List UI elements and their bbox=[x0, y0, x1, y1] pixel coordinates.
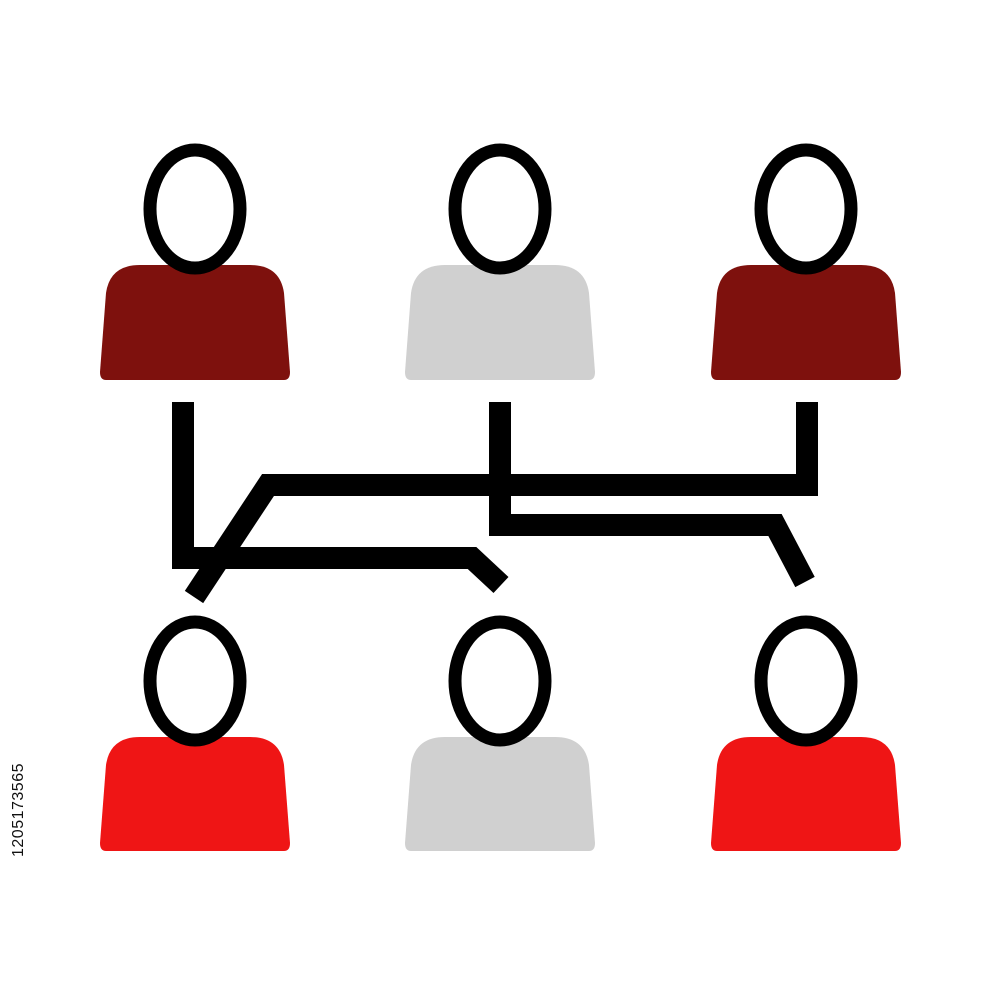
person-top-1 bbox=[100, 143, 290, 380]
person-head bbox=[448, 143, 552, 275]
person-body bbox=[405, 265, 595, 380]
person-body bbox=[711, 737, 901, 851]
stock-id-label: 1205173565 bbox=[10, 763, 27, 857]
person-body bbox=[100, 737, 290, 851]
person-head bbox=[143, 143, 247, 275]
connector-top3-to-bottom1 bbox=[184, 402, 818, 604]
person-body bbox=[405, 737, 595, 851]
person-bottom-3 bbox=[711, 615, 901, 851]
person-body bbox=[100, 265, 290, 380]
person-head bbox=[754, 615, 858, 747]
person-head bbox=[143, 615, 247, 747]
connector-top1-to-bottom2 bbox=[172, 402, 509, 594]
person-head bbox=[754, 143, 858, 275]
connector-lines bbox=[172, 402, 818, 604]
person-head bbox=[448, 615, 552, 747]
people-group bbox=[100, 143, 901, 851]
person-bottom-1 bbox=[100, 615, 290, 851]
person-body bbox=[711, 265, 901, 380]
person-top-3 bbox=[711, 143, 901, 380]
person-bottom-2 bbox=[405, 615, 595, 851]
connector-top2-to-bottom3 bbox=[489, 402, 815, 588]
person-top-2 bbox=[405, 143, 595, 380]
